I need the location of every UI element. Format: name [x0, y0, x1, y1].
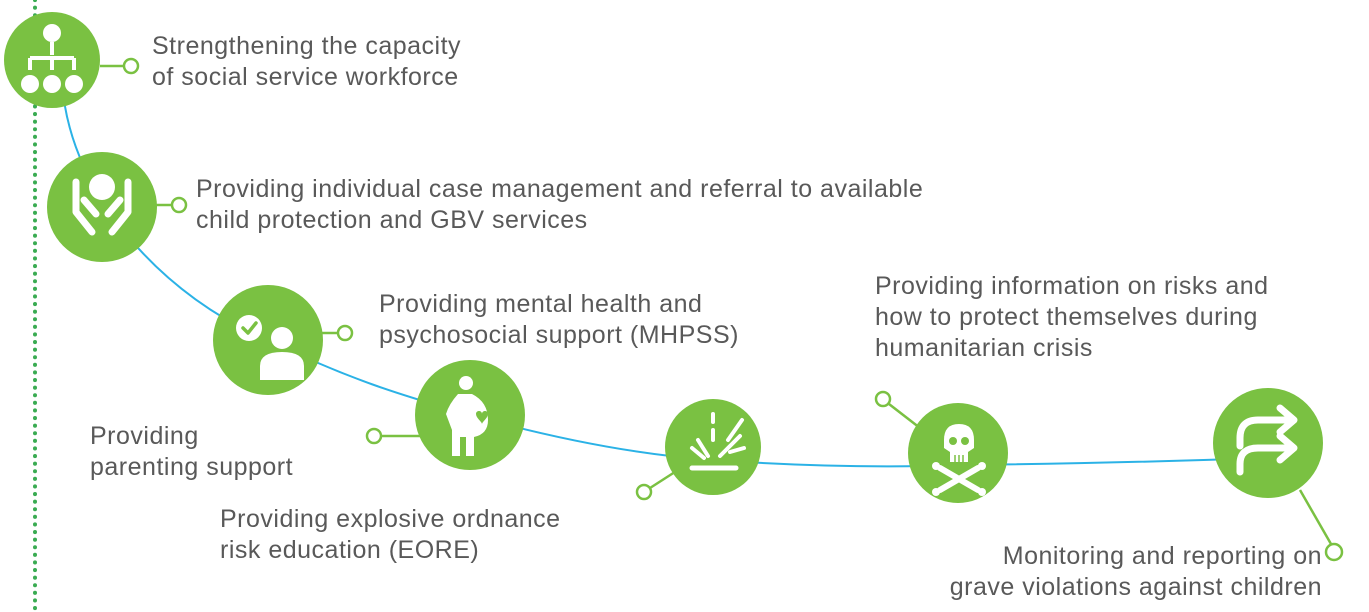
callout-dot-1 — [122, 57, 140, 75]
step-7-label: Monitoring and reporting on grave violat… — [950, 541, 1322, 603]
step-4-label-line-2: psychosocial support (MHPSS) — [379, 321, 739, 349]
step-6-label-line-2: how to protect themselves during — [875, 303, 1258, 331]
step-4-node — [415, 360, 525, 470]
step-5-label-line-1: Providing explosive ordnance — [220, 505, 561, 533]
person-check-icon — [236, 315, 304, 380]
step-3-label-line-1: Providing — [90, 422, 199, 450]
connector-curve — [61, 81, 1266, 468]
step-1-label-line-1: Strengthening the capacity — [152, 32, 462, 60]
callout-stem-7 — [1298, 489, 1333, 545]
step-7-node — [1213, 388, 1323, 498]
callout-dot-2 — [170, 196, 188, 214]
skull-crossbones-icon — [932, 424, 986, 496]
callout-dot-3 — [336, 324, 354, 342]
step-7-label-line-1: Monitoring and reporting on — [1002, 542, 1322, 570]
callout-dot-4 — [365, 427, 383, 445]
explosion-icon — [689, 412, 746, 471]
step-3-node — [213, 285, 323, 395]
callout-dot-6 — [874, 390, 892, 408]
step-2-label-line-1: Providing individual case management and… — [196, 175, 924, 203]
pregnant-woman-icon — [446, 376, 488, 456]
redirect-arrows-icon — [1236, 404, 1298, 476]
step-6-label: Providing information on risks and how t… — [875, 271, 1269, 364]
step-6-node — [908, 403, 1008, 503]
step-3-label-line-2: parenting support — [90, 453, 294, 481]
step-5-label-line-2: risk education (EORE) — [220, 536, 480, 564]
callout-dot-7 — [1324, 542, 1344, 562]
step-4-label: Providing mental health and psychosocial… — [379, 289, 739, 351]
step-1-node — [4, 12, 100, 108]
step-7-label-line-2: grave violations against children — [949, 573, 1322, 601]
callout-stem-6 — [888, 403, 921, 429]
step-5-node — [665, 399, 761, 495]
step-5-circle — [665, 399, 761, 495]
caring-hands-icon — [72, 174, 132, 236]
step-6-label-line-1: Providing information on risks and — [875, 272, 1269, 300]
step-4-label-line-1: Providing mental health and — [379, 290, 703, 318]
step-2-node — [47, 152, 157, 262]
step-2-circle — [47, 152, 157, 262]
step-2-label: Providing individual case management and… — [196, 174, 923, 236]
step-6-label-line-3: humanitarian crisis — [875, 334, 1093, 362]
step-3-label: Providing parenting support — [90, 421, 293, 483]
callout-dot-5 — [635, 483, 653, 501]
step-2-label-line-2: child protection and GBV services — [196, 206, 588, 234]
callout-stems — [100, 57, 1344, 562]
step-1-label-line-2: of social service workforce — [152, 63, 459, 91]
step-1-label: Strengthening the capacity of social ser… — [152, 31, 461, 93]
step-5-label: Providing explosive ordnance risk educat… — [220, 504, 561, 566]
step-7-circle — [1213, 388, 1323, 498]
org-hierarchy-icon — [21, 24, 83, 93]
